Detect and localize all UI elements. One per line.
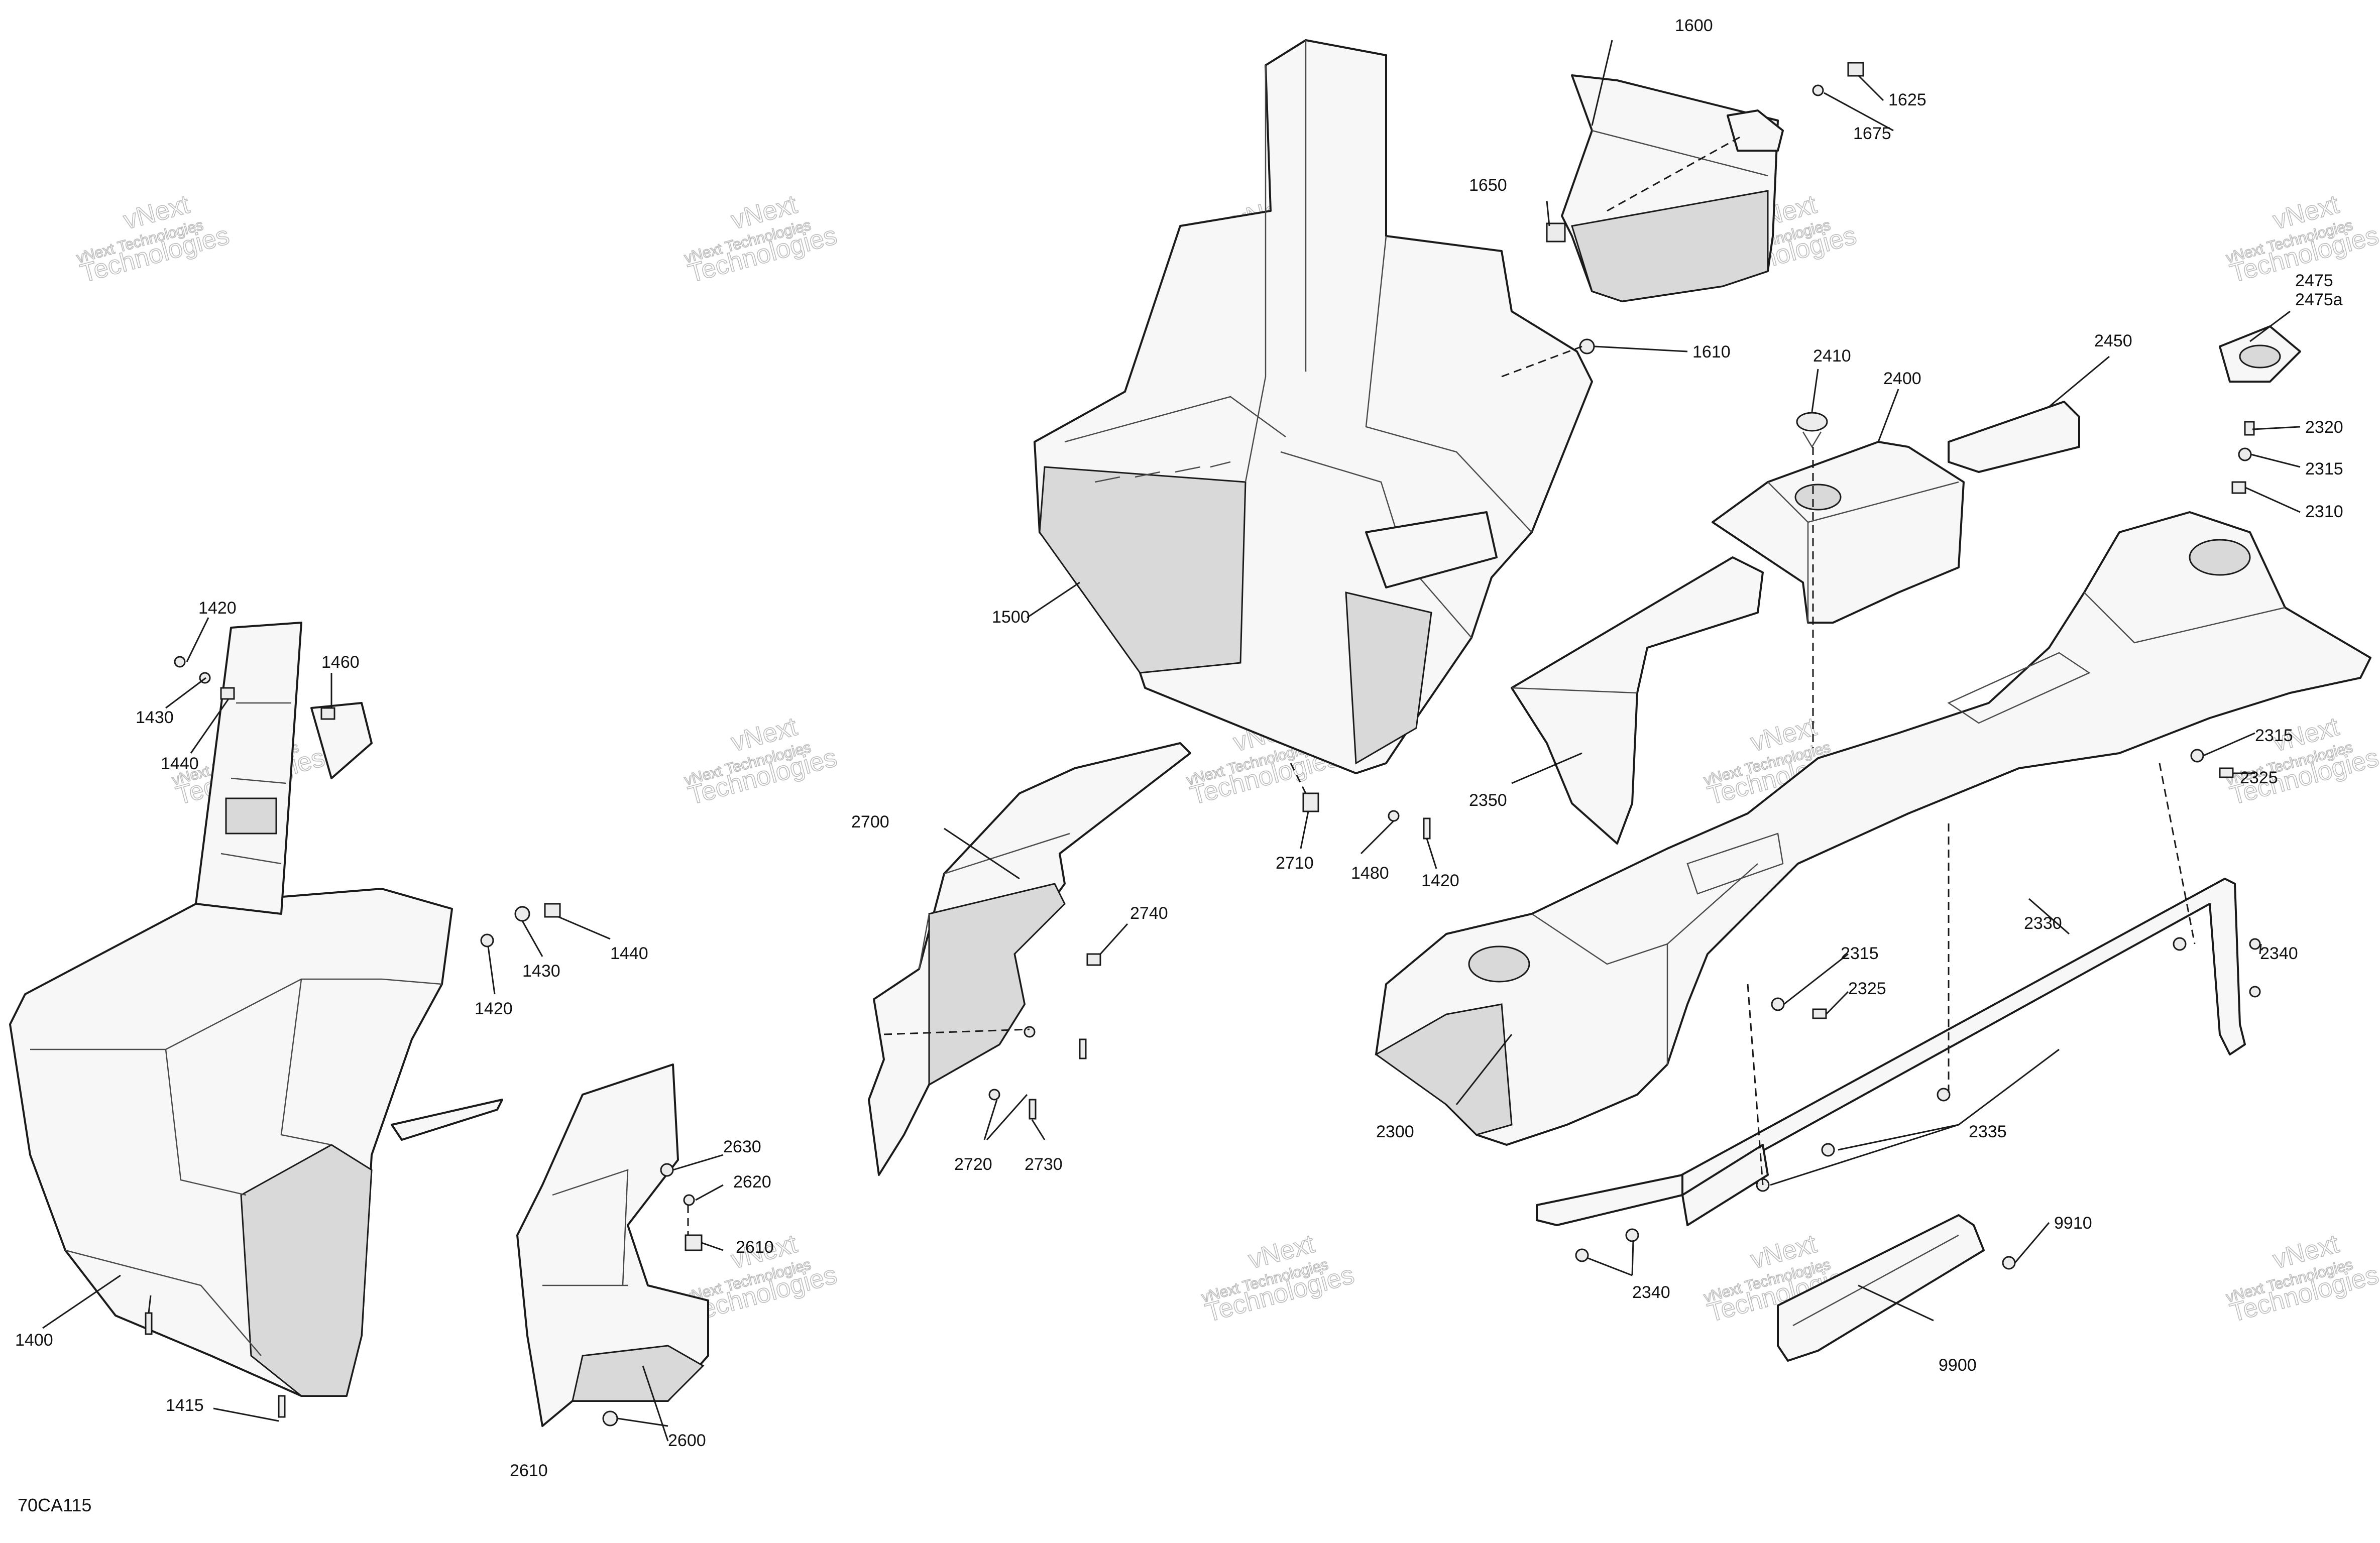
callout-1420: 1420 xyxy=(198,599,237,618)
callout-labels: 1420 1460 1430 1440 1420 1430 1440 1400 … xyxy=(15,16,2343,1480)
callout-2610: 2610 xyxy=(510,1461,548,1480)
callout-2310: 2310 xyxy=(2305,502,2343,521)
callout-9910: 9910 xyxy=(2054,1214,2092,1233)
callout-1400: 1400 xyxy=(15,1331,53,1350)
callout-2330: 2330 xyxy=(2024,914,2062,933)
callout-1460: 1460 xyxy=(321,653,360,672)
callout-2335: 2335 xyxy=(1969,1122,2007,1141)
part-2330-frame-bar xyxy=(1536,878,2246,1226)
callout-2630: 2630 xyxy=(723,1137,761,1156)
callout-2710: 2710 xyxy=(1276,854,1314,873)
callout-1430: 1430 xyxy=(136,708,174,727)
callout-2315: 2315 xyxy=(2305,459,2343,479)
callout-2720: 2720 xyxy=(954,1155,992,1174)
callout-2340: 2340 xyxy=(2260,944,2298,963)
callout-1600: 1600 xyxy=(1675,16,1713,35)
callout-2700: 2700 xyxy=(851,812,889,832)
callout-1610: 1610 xyxy=(1692,342,1731,362)
callout-1625: 1625 xyxy=(1888,90,1926,109)
hardware xyxy=(145,62,2261,1427)
callout-1440: 1440 xyxy=(161,754,199,773)
callout-1420: 1420 xyxy=(475,999,513,1018)
part-2410-cap xyxy=(1796,412,1828,448)
part-2300-rear-body xyxy=(1375,511,2371,1146)
part-1400-front-side-panel xyxy=(9,622,503,1397)
part-2400-storage-tub xyxy=(1712,441,1965,624)
callout-2340: 2340 xyxy=(1632,1283,1670,1302)
callout-2740: 2740 xyxy=(1130,904,1168,923)
part-2600-lower-panel xyxy=(516,1063,709,1427)
part-9900-skid-plate xyxy=(1777,1214,1985,1362)
callout-2610: 2610 xyxy=(736,1238,774,1257)
callout-2475a: 2475a xyxy=(2295,290,2343,309)
callout-1415: 1415 xyxy=(166,1396,204,1415)
callout-1480: 1480 xyxy=(1351,864,1389,883)
callout-2315: 2315 xyxy=(2255,726,2293,745)
assembly-dashed-lines xyxy=(687,135,2196,1235)
callout-2350: 2350 xyxy=(1469,791,1507,810)
callout-2320: 2320 xyxy=(2305,418,2343,437)
leader-lines xyxy=(42,40,2301,1442)
callout-2450: 2450 xyxy=(2094,331,2132,350)
callout-2300: 2300 xyxy=(1376,1122,1414,1141)
callout-2400: 2400 xyxy=(1883,369,1921,388)
callout-2620: 2620 xyxy=(733,1172,771,1192)
callout-2325: 2325 xyxy=(1848,979,1886,998)
callout-2730: 2730 xyxy=(1025,1155,1063,1174)
figure-reference-code: 70CA115 xyxy=(18,1495,91,1515)
callout-1420: 1420 xyxy=(1421,871,1459,890)
callout-1650: 1650 xyxy=(1469,176,1507,195)
part-1500-center-console xyxy=(1034,39,1593,774)
part-2450-lid xyxy=(1948,401,2080,473)
callout-1430: 1430 xyxy=(522,962,560,981)
part-2700-fender-liner xyxy=(868,742,1191,1176)
callout-2600: 2600 xyxy=(668,1431,706,1450)
callout-9900: 9900 xyxy=(1939,1356,1977,1375)
callout-1500: 1500 xyxy=(992,608,1030,627)
part-2350-side-trim xyxy=(1511,556,1764,845)
part-1600-console-cover xyxy=(1561,74,1784,302)
callout-2325: 2325 xyxy=(2240,768,2278,787)
callout-1675: 1675 xyxy=(1853,124,1891,143)
callout-2315: 2315 xyxy=(1841,944,1879,963)
callout-2475: 2475 xyxy=(2295,271,2333,290)
callout-2410: 2410 xyxy=(1813,346,1851,366)
part-2475-cup-holder xyxy=(2219,325,2301,383)
callout-1440: 1440 xyxy=(610,944,648,963)
